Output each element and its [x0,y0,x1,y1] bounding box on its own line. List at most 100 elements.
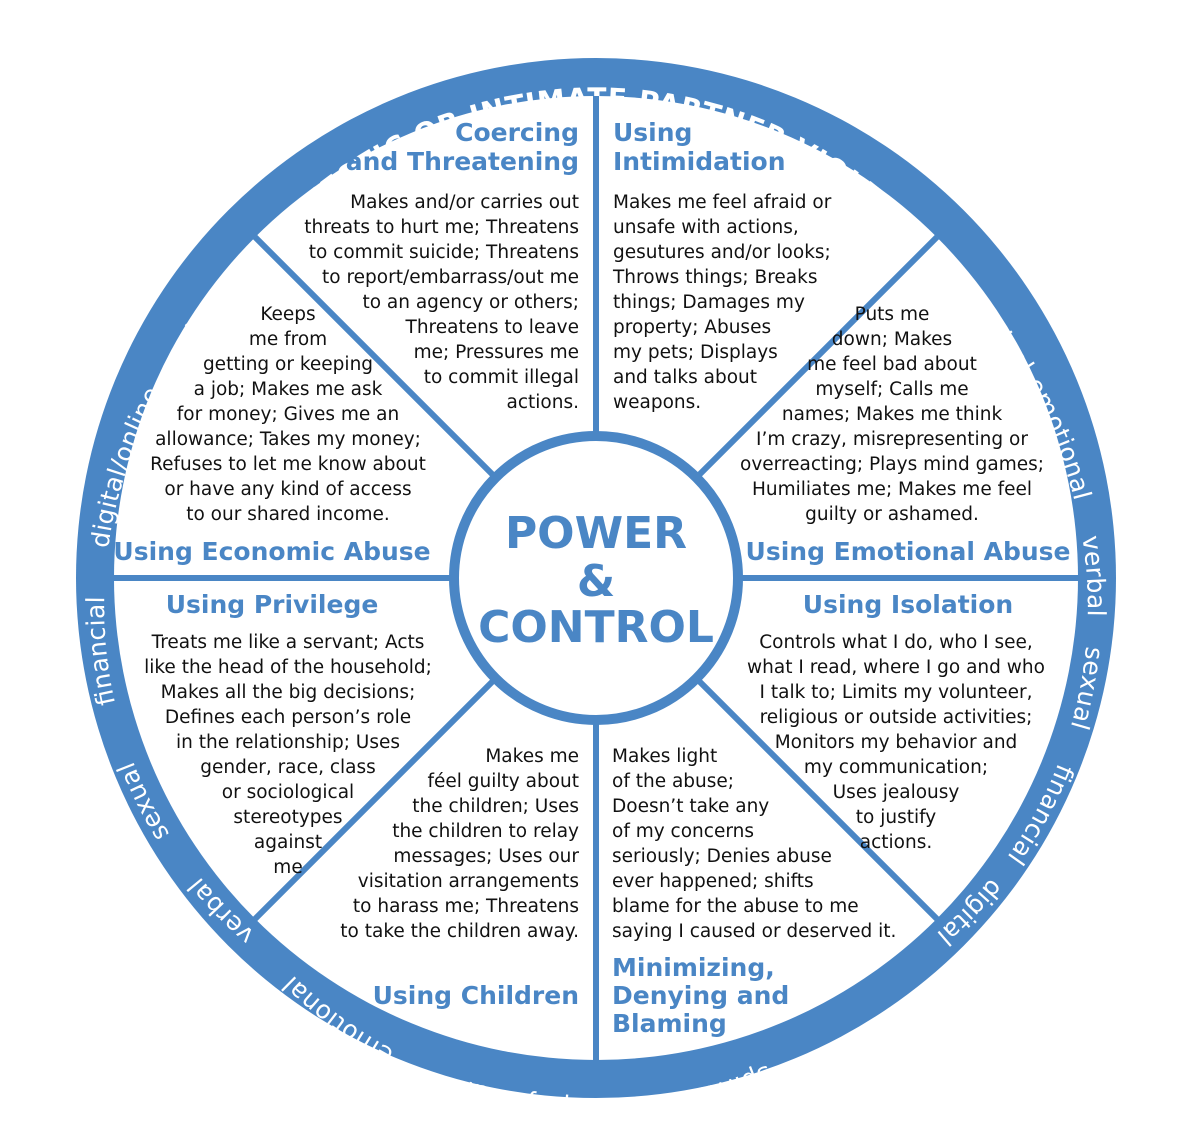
segment-body-line: of the abuse; [612,771,734,792]
segment-body-line: Makes me [485,746,579,767]
segment-emotional-abuse: Using Emotional Abuse Puts me down; Makes m… [740,304,1070,566]
segment-body-line: names; Makes me think [782,404,1003,425]
segment-body-line: unsafe with actions, [613,217,799,238]
segment-body-line: to commit illegal [424,367,579,388]
segment-body-line: guilty or ashamed. [805,504,979,525]
segment-title: Minimizing, [612,953,775,982]
segment-body-line: Controls what I do, who I see, [759,632,1033,653]
segment-title: Using Economic Abuse [113,537,430,566]
segment-body-line: and talks about [613,367,757,388]
segment-body-line: to justify [856,807,937,828]
segment-body-line: a job; Makes me ask [194,379,383,400]
segment-title: and Threatening [346,147,579,176]
segment-economic-abuse: Using Economic Abuse Keeps me from getting … [113,304,430,566]
segment-body-line: Puts me [855,304,930,325]
segment-body-line: I talk to; Limits my volunteer, [760,682,1033,703]
segment-body-line: ever happened; shifts [612,871,814,892]
segment-body-line: myself; Calls me [815,379,968,400]
spokes [114,96,1078,1060]
segment-body-line: to an agency or others; [362,292,579,313]
segment-title: Using Children [373,981,579,1010]
center-line-2: & [577,556,615,607]
segment-body-line: for money; Gives me an [177,404,400,425]
segment-body-line: Makes light [612,746,717,767]
segment-body-line: gender, race, class [200,757,376,778]
center-line-3: CONTROL [478,602,714,653]
segment-body-line: down; Makes [832,329,952,350]
segment-body-line: messages; Uses our [393,846,579,867]
segment-body-line: to report/embarrass/out me [322,267,579,288]
segment-body-line: things; Damages my [613,292,805,313]
segment-title: Coercing [455,118,579,147]
segment-body-line: Makes all the big decisions; [161,682,416,703]
segment-body-line: Keeps [260,304,315,325]
segment-body-line: Threatens to leave [405,317,579,338]
segment-body-line: getting or keeping [203,354,373,375]
segment-body-line: Throws things; Breaks [612,267,818,288]
segment-body-line: religious or outside activities; [760,707,1033,728]
segment-title: Denying and [612,981,789,1010]
segment-body-line: Uses jealousy [833,782,960,803]
segment-body-line: Treats me like a servant; Acts [151,632,425,653]
spoke-top-left [252,234,500,482]
segment-body-line: me feel bad about [807,354,977,375]
segment-body-line: visitation arrangements [358,871,579,892]
segment-body-line: féel guilty about [427,771,579,792]
segment-body-line: Doesn’t take any [612,796,769,817]
segment-body-line: Makes me feel afraid or [613,192,832,213]
spoke-top-right [692,234,940,482]
spoke-bottom-right [692,674,940,922]
segment-body-line: me [273,857,302,878]
segment-body-line: blame for the abuse to me [612,896,859,917]
segment-body-line: my pets; Displays [613,342,778,363]
segment-body-line: me from [249,329,327,350]
segment-body-line: to harass me; Threatens [353,896,579,917]
segment-body-line: like the head of the household; [144,657,432,678]
segment-body-line: allowance; Takes my money; [155,429,421,450]
segment-body-line: actions. [860,832,932,853]
segment-body-line: stereotypes [233,807,342,828]
segment-body-line: what I read, where I go and who [747,657,1045,678]
segment-body-line: the children to relay [392,821,579,842]
segment-title: Using Emotional Abuse [746,537,1071,566]
segment-body-line: my communication; [804,757,988,778]
segment-body-line: to our shared income. [186,504,390,525]
segment-body-line: saying I caused or deserved it. [612,921,896,942]
segment-body-line: seriously; Denies abuse [612,846,832,867]
segment-title: Using Privilege [166,590,379,619]
segment-body-line: against [254,832,322,853]
segment-body-line: of my concerns [612,821,754,842]
segment-title: Blaming [612,1009,727,1038]
segment-body-line: I’m crazy, misrepresenting or [756,429,1028,450]
segment-children: Using Children Makes me féel guilty about t… [340,746,579,1010]
segment-title: Using Isolation [803,590,1013,619]
segment-body-line: Humiliates me; Makes me feel [752,479,1032,500]
segment-body-line: or sociological [222,782,354,803]
spoke-bottom-left [252,674,500,922]
segment-body-line: in the relationship; Uses [176,732,400,753]
segment-body-line: me; Pressures me [414,342,579,363]
segment-title: Intimidation [613,147,786,176]
center-hub [449,431,743,725]
segment-body-line: Makes and/or carries out [350,192,579,213]
center-line-1: POWER [505,508,687,559]
segment-body-line: gesutures and/or looks; [613,242,831,263]
segment-body-line: the children; Uses [412,796,579,817]
segment-body-line: Defines each person’s role [165,707,411,728]
segment-body-line: weapons. [613,392,701,413]
segment-body-line: to commit suicide; Threatens [309,242,579,263]
segment-body-line: overreacting; Plays mind games; [740,454,1044,475]
segment-title: Using [613,118,692,147]
segment-body-line: threats to hurt me; Threatens [304,217,579,238]
rim-word-verbal-right: verbal [1076,534,1111,617]
segment-body-line: actions. [507,392,579,413]
segment-body-line: or have any kind of access [164,479,411,500]
segment-body-line: to take the children away. [340,921,579,942]
segment-body-line: Refuses to let me know about [150,454,426,475]
